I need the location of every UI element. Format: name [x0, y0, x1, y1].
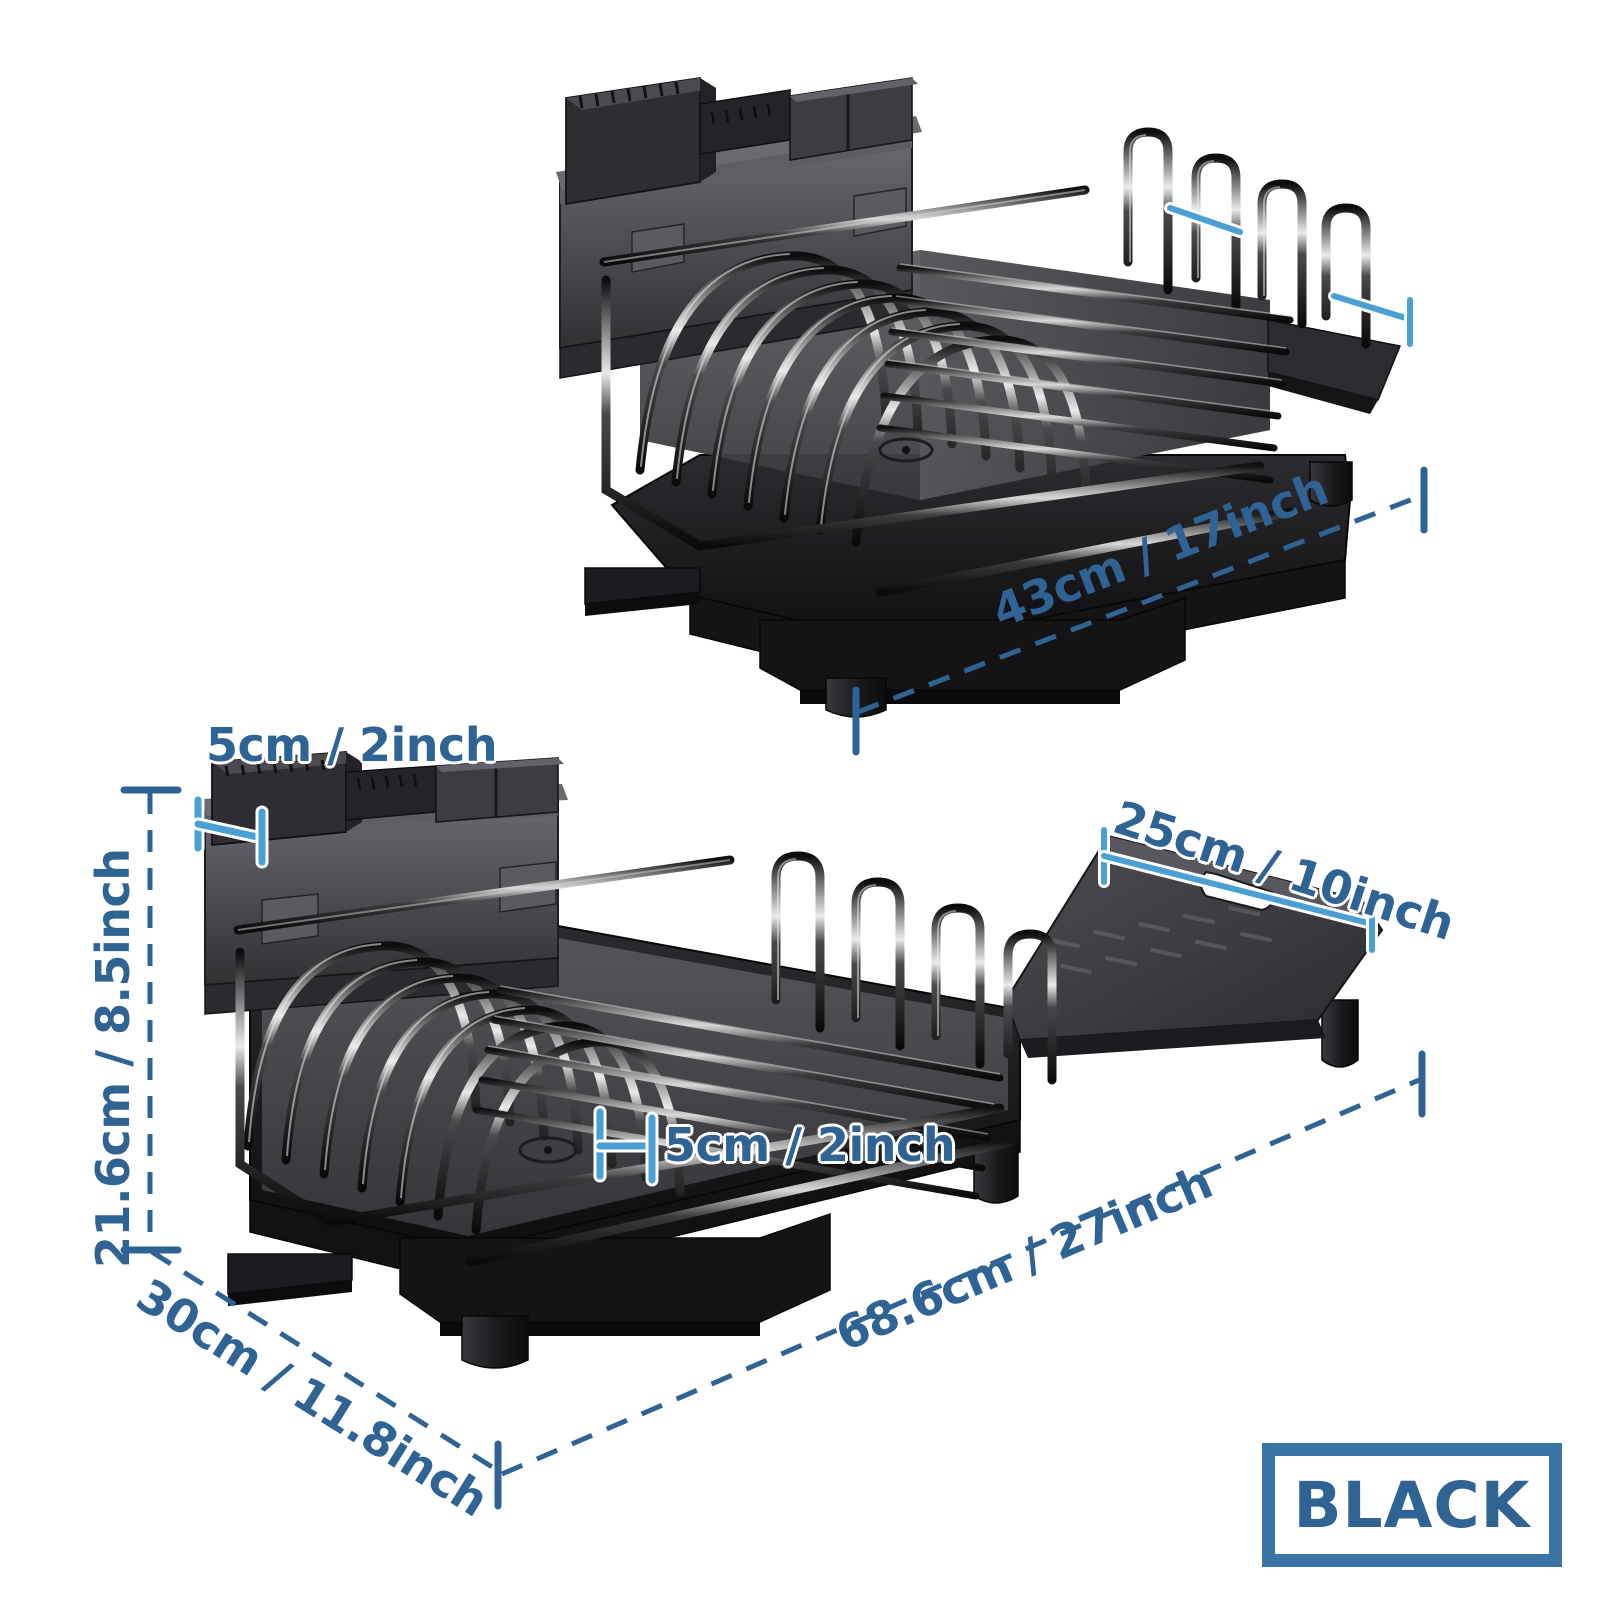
dimension-line-height [120, 786, 182, 1254]
dimension-line-total-length [501, 1050, 1426, 1477]
dimension-lines-layer [120, 202, 1428, 1510]
dimension-pointer-top-a [1164, 202, 1246, 238]
dimension-arrow-knife-block [191, 793, 269, 869]
dimension-arrow-tray-width [1098, 824, 1378, 956]
dimension-arrow-divider-spacing [593, 1105, 659, 1187]
dimension-label-height: 21.6cm / 8.5inch [86, 848, 140, 1268]
top-product-illustration [556, 76, 1402, 718]
dimension-line-depth-bottom [150, 1249, 502, 1510]
color-variant-badge: BLACK [1262, 1443, 1562, 1567]
dimension-pointer-top-b [1328, 290, 1418, 350]
dimension-line-depth-top [852, 466, 1428, 756]
color-variant-label: BLACK [1293, 1468, 1531, 1542]
dimension-label-divider-spacing: 5cm / 2inch [664, 1118, 956, 1172]
bottom-product-illustration [201, 751, 1384, 1369]
dimension-label-knife-block-width: 5cm / 2inch [206, 718, 498, 772]
